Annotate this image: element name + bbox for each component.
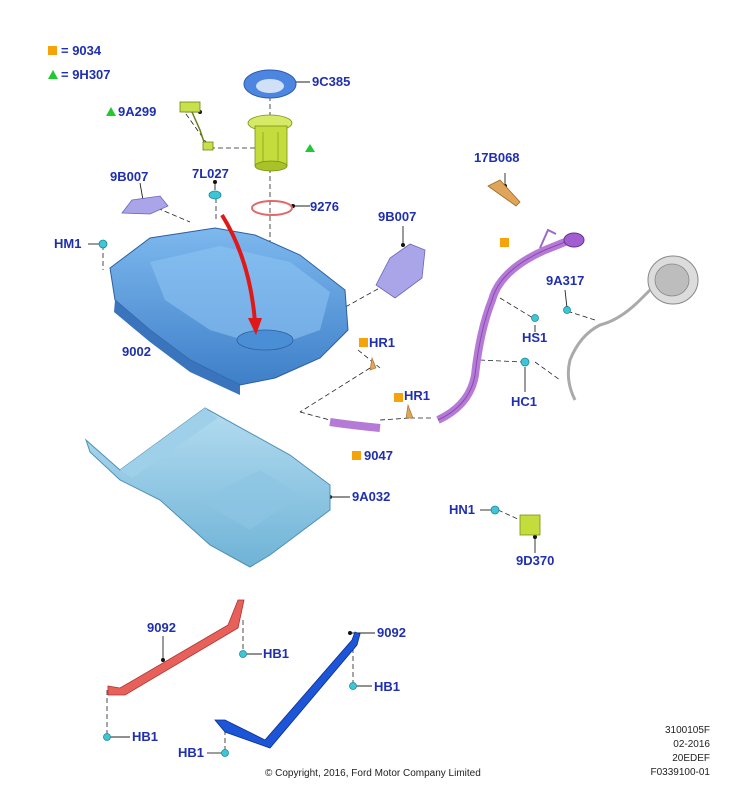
part-label: 9092 bbox=[377, 625, 406, 640]
drawing-code-line: 3100105F bbox=[664, 725, 710, 736]
part-label: HB1 bbox=[263, 646, 290, 661]
copyright-text: © Copyright, 2016, Ford Motor Company Li… bbox=[265, 768, 481, 779]
under-shield-9A032 bbox=[84, 407, 331, 568]
part-label: HR1 bbox=[404, 388, 431, 403]
filler-door bbox=[566, 255, 699, 401]
part-label: 9A032 bbox=[352, 489, 391, 504]
strap-right bbox=[214, 631, 361, 749]
orange-square-icon bbox=[48, 46, 57, 55]
part-label: 9047 bbox=[364, 448, 393, 463]
green-triangle-icon bbox=[48, 70, 58, 79]
orange-square-markers bbox=[352, 238, 509, 460]
part-label: HM1 bbox=[54, 236, 82, 251]
green-triangle-icon bbox=[106, 107, 116, 116]
hose-clamp-HR1-lower bbox=[405, 403, 414, 419]
filler-pipe bbox=[436, 228, 585, 424]
heat-shield-left bbox=[121, 195, 169, 215]
part-label: 9A317 bbox=[546, 273, 585, 288]
part-label: 9D370 bbox=[516, 553, 555, 568]
part-label: HB1 bbox=[178, 745, 205, 760]
vent-part-17B068 bbox=[487, 179, 521, 207]
fastener-HB1 bbox=[103, 733, 111, 741]
part-label: 9B007 bbox=[110, 169, 149, 184]
part-label: 7L027 bbox=[192, 166, 229, 181]
hose-9047 bbox=[329, 418, 381, 432]
part-label: HN1 bbox=[449, 502, 476, 517]
drawing-code-line: F0339100-01 bbox=[650, 767, 711, 778]
strap-left bbox=[107, 599, 245, 696]
fastener-HB1 bbox=[221, 749, 229, 757]
installation-arrow bbox=[220, 213, 262, 335]
legend-item-orange: = 9034 bbox=[48, 44, 101, 58]
fastener-HB1 bbox=[349, 682, 357, 690]
part-label: HR1 bbox=[369, 335, 396, 350]
fastener-HS1 bbox=[531, 314, 539, 322]
level-sender-9A299 bbox=[179, 101, 214, 151]
green-triangle-marker bbox=[305, 144, 315, 152]
module-9D370 bbox=[519, 514, 541, 536]
part-label: 17B068 bbox=[474, 150, 520, 165]
fuel-pump-module bbox=[247, 114, 293, 172]
part-label: HB1 bbox=[132, 729, 159, 744]
drawing-code-line: 20EDEF bbox=[672, 753, 710, 764]
lock-ring-9C385 bbox=[243, 69, 297, 99]
seal-ring-9276 bbox=[251, 200, 293, 216]
part-label: HC1 bbox=[511, 394, 538, 409]
legend-item-green: = 9H307 bbox=[48, 68, 111, 82]
part-label: 9B007 bbox=[378, 209, 417, 224]
clip-HC1 bbox=[520, 357, 530, 367]
drawing-code-line: 02-2016 bbox=[673, 739, 710, 750]
fastener-9A317 bbox=[563, 306, 571, 314]
part-label: 9092 bbox=[147, 620, 176, 635]
part-label: HS1 bbox=[522, 330, 548, 345]
fastener-HN1 bbox=[490, 505, 500, 515]
clip-7L027 bbox=[208, 190, 222, 200]
part-label: 9276 bbox=[310, 199, 339, 214]
part-label: 9002 bbox=[122, 344, 151, 359]
hose-clamp-HR1-upper bbox=[369, 356, 377, 371]
fastener-HB1 bbox=[239, 650, 247, 658]
fastener-HM1 bbox=[98, 239, 108, 249]
part-label: HB1 bbox=[374, 679, 401, 694]
heat-shield-right bbox=[375, 243, 426, 299]
fuel-tank bbox=[109, 227, 349, 395]
part-label: 9C385 bbox=[312, 74, 351, 89]
part-label: 9A299 bbox=[118, 104, 157, 119]
